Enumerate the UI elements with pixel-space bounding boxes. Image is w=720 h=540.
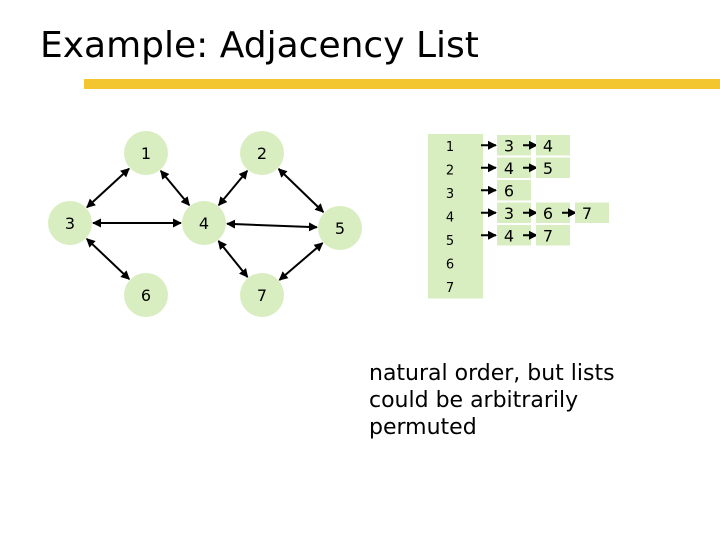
adjacency-value-3-1: 6 [504, 181, 514, 200]
graph-edge-2-4 [217, 170, 249, 206]
adjacency-value-4-3: 7 [582, 204, 592, 223]
graph-node-label-3: 3 [65, 214, 75, 233]
adjacency-cell-5-1 [497, 225, 531, 246]
graph-node-6 [124, 273, 168, 317]
adjacency-index-1: 1 [446, 140, 454, 155]
adjacency-cell-4-3 [575, 202, 609, 223]
graph-edge-5-7 [278, 242, 324, 281]
adjacency-cell-2-1 [497, 157, 531, 178]
graph-node-5 [318, 206, 362, 250]
graph-edge-3-6 [86, 238, 130, 280]
adjacency-index-6: 6 [446, 257, 454, 272]
slide-title: Example: Adjacency List [40, 25, 479, 66]
graph-node-label-6: 6 [141, 286, 151, 305]
graph-edge-1-3 [86, 167, 130, 209]
adjacency-index-3: 3 [446, 187, 454, 202]
note-text: natural order, but lists could be arbitr… [369, 361, 615, 440]
adjacency-index-column: 1 2 3 4 5 6 7 [428, 134, 483, 299]
adjacency-index-5: 5 [446, 234, 454, 249]
adjacency-index-column-bg [428, 134, 483, 299]
adjacency-value-5-2: 7 [543, 226, 553, 245]
graph-node-7 [240, 273, 284, 317]
adjacency-cell-2-2 [536, 157, 570, 178]
adjacency-value-1-2: 4 [543, 136, 553, 155]
graph-node-label-5: 5 [335, 219, 345, 238]
adjacency-cell-5-2 [536, 225, 570, 246]
adjacency-value-2-2: 5 [543, 159, 553, 178]
adjacency-value-1-1: 3 [504, 136, 514, 155]
graph-edge-1-4 [159, 170, 191, 206]
graph-node-label-2: 2 [257, 144, 267, 163]
adjacency-cell-1-2 [536, 135, 570, 156]
graph-node-label-7: 7 [257, 286, 267, 305]
adjacency-cell-3-1 [497, 180, 531, 201]
adjacency-value-4-2: 6 [543, 204, 553, 223]
adjacency-index-4: 4 [446, 210, 454, 225]
adjacency-value-2-1: 4 [504, 159, 514, 178]
adjacency-index-7: 7 [446, 281, 454, 296]
graph-node-label-1: 1 [141, 144, 151, 163]
graph-edge-4-5 [226, 219, 318, 232]
title-accent-bar [84, 79, 720, 89]
adjacency-cell-1-1 [497, 135, 531, 156]
adjacency-value-4-1: 3 [504, 204, 514, 223]
adjacency-lists: 3 4 4 5 6 3 6 7 4 7 [481, 135, 609, 246]
graph-node-label-4: 4 [199, 214, 209, 233]
graph-edge-4-7 [217, 240, 249, 278]
graph-node-1 [124, 131, 168, 175]
graph-edge-2-5 [277, 168, 325, 213]
adjacency-cell-4-2 [536, 202, 570, 223]
graph-node-2 [240, 131, 284, 175]
adjacency-index-2: 2 [446, 163, 454, 178]
adjacency-value-5-1: 4 [504, 226, 514, 245]
graph-node-4 [182, 201, 226, 245]
adjacency-cell-4-1 [497, 202, 531, 223]
graph-node-3 [48, 201, 92, 245]
graph-edges [86, 167, 325, 281]
graph-nodes: 1 2 3 4 5 6 7 [48, 131, 362, 317]
